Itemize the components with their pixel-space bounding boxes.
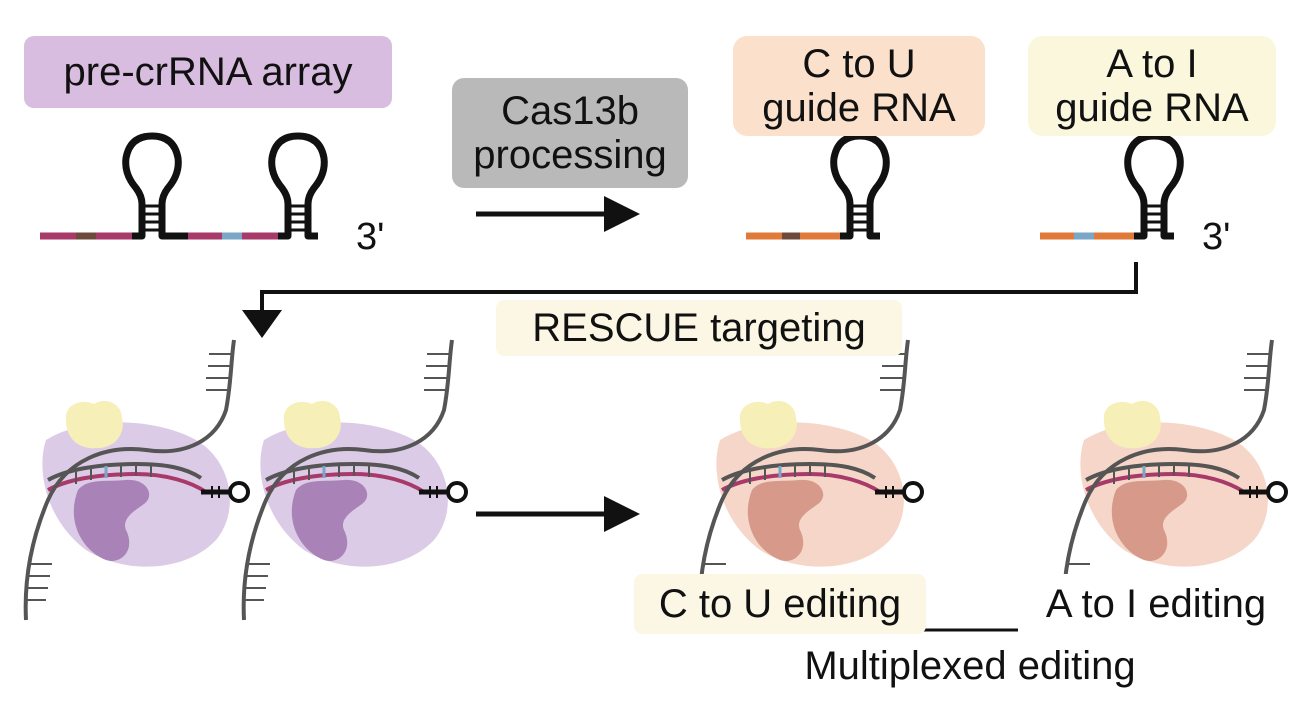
pre-crrna-strand — [40, 136, 324, 240]
processing-arrow — [476, 196, 640, 232]
a-to-i-guide-label: A to I guide RNA — [1028, 36, 1276, 136]
editing-arrow — [476, 496, 640, 532]
cas13-complex-1 — [26, 340, 248, 620]
three-prime-end-label-2: 3' — [1202, 216, 1231, 258]
pre-crrna-array-label: pre-crRNA array — [24, 36, 392, 108]
multiplexed-editing-label: Multiplexed editing — [804, 644, 1136, 688]
rescue-connector-arrow — [242, 262, 1138, 338]
cas13b-processing-label: Cas13b processing — [452, 78, 688, 188]
a-to-i-guide-strand — [1040, 136, 1180, 240]
c-to-u-guide-label: C to U guide RNA — [733, 36, 985, 136]
rescue-targeting-label: RESCUE targeting — [496, 300, 902, 356]
c-to-u-editing-label: C to U editing — [634, 574, 926, 634]
cas13-complex-2 — [244, 340, 466, 620]
c-to-u-guide-strand — [746, 136, 886, 240]
three-prime-end-label-1: 3' — [356, 216, 385, 258]
a-to-i-editing-label: A to I editing — [1018, 574, 1294, 634]
